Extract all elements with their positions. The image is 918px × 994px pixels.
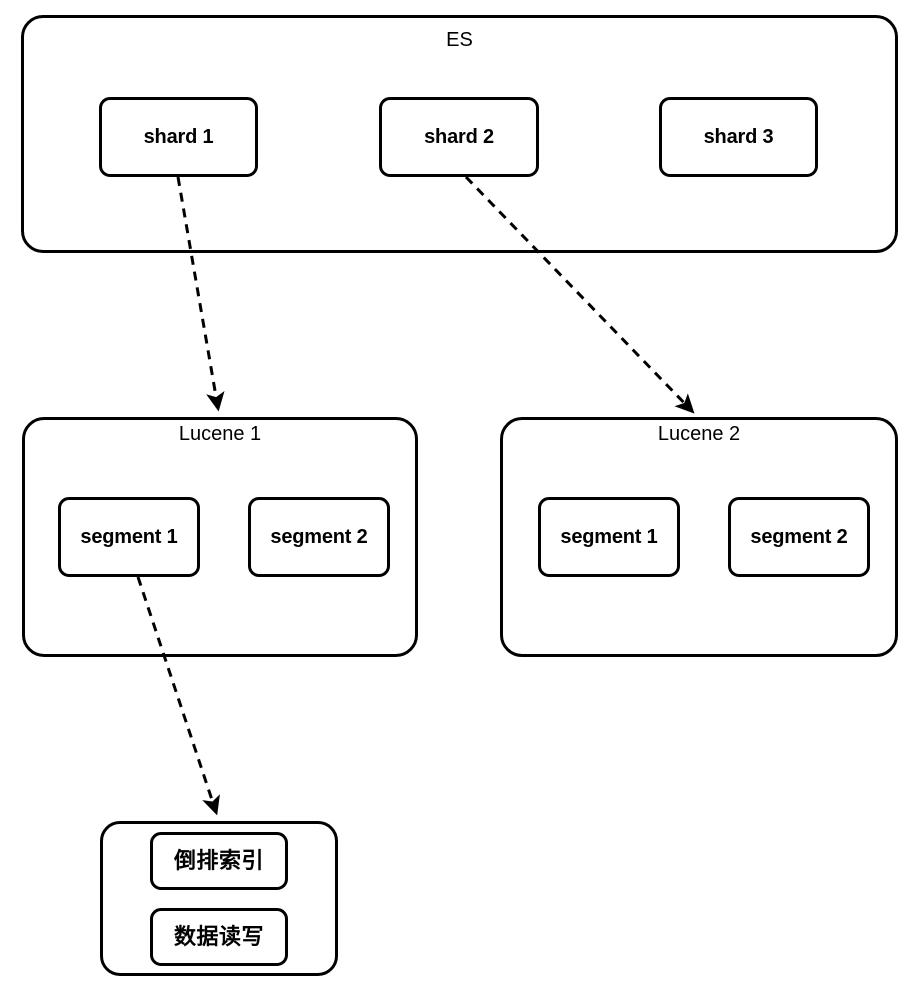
group-es-label: ES <box>446 29 473 51</box>
node-inverted-index[interactable]: 倒排索引 <box>150 832 288 890</box>
node-lucene-1-segment-2[interactable]: segment 2 <box>248 497 390 577</box>
node-data-read-write[interactable]: 数据读写 <box>150 908 288 966</box>
node-inverted-index-label: 倒排索引 <box>173 848 264 873</box>
group-lucene-1-label: Lucene 1 <box>178 423 262 445</box>
node-lucene-1-segment-1-label: segment 1 <box>80 526 178 548</box>
node-shard-2-label: shard 2 <box>424 126 494 148</box>
node-shard-1[interactable]: shard 1 <box>99 97 258 177</box>
node-lucene-2-segment-2-label: segment 2 <box>750 526 848 548</box>
node-lucene-1-segment-1[interactable]: segment 1 <box>58 497 200 577</box>
node-lucene-2-segment-1[interactable]: segment 1 <box>538 497 680 577</box>
node-data-read-write-label: 数据读写 <box>173 924 264 949</box>
node-lucene-2-segment-2[interactable]: segment 2 <box>728 497 870 577</box>
node-lucene-1-segment-2-label: segment 2 <box>270 526 368 548</box>
node-shard-3-label: shard 3 <box>703 126 774 148</box>
node-shard-1-label: shard 1 <box>143 126 214 148</box>
node-shard-3[interactable]: shard 3 <box>659 97 818 177</box>
node-shard-2[interactable]: shard 2 <box>379 97 539 177</box>
group-lucene-2-label: Lucene 2 <box>657 423 741 445</box>
node-lucene-2-segment-1-label: segment 1 <box>560 526 658 548</box>
